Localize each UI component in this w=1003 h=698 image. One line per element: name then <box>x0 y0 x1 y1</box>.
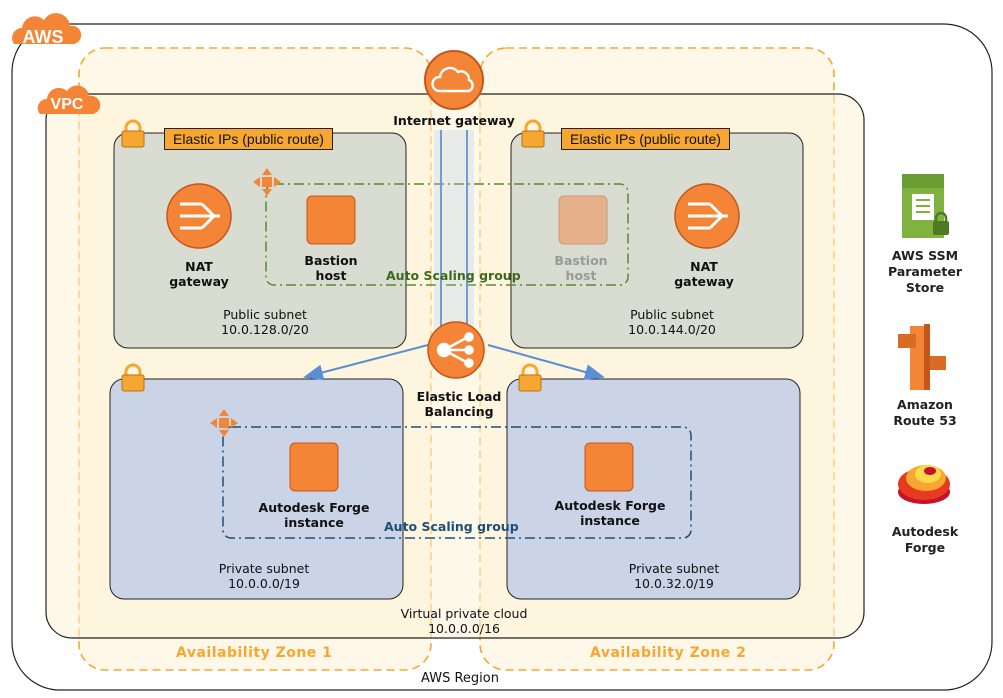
availability-zone-2-label: Availability Zone 2 <box>590 645 747 661</box>
cloud-icon <box>424 50 484 110</box>
aws-tag-icon <box>11 13 82 45</box>
bastion-host-label-2: Bastion host <box>554 253 608 283</box>
elb-label: Elastic Load Balancing <box>416 389 502 419</box>
private-subnet-1 <box>109 378 404 600</box>
forge-instance-icon <box>289 442 339 492</box>
lock-icon <box>521 119 545 148</box>
route53-icon <box>898 324 946 390</box>
ssm-parameter-store-icon <box>902 174 949 238</box>
lock-icon <box>518 363 542 392</box>
aws-region-label: AWS Region <box>421 671 499 686</box>
nat-gateway-label-1: NAT gateway <box>169 259 229 289</box>
bastion-host-label-1: Bastion host <box>304 253 358 283</box>
private-subnet-label-2: Private subnet 10.0.32.0/19 <box>628 561 720 591</box>
elastic-load-balancing-icon <box>427 321 485 379</box>
auto-scaling-arrows-icon <box>210 409 238 437</box>
lock-icon <box>121 119 145 148</box>
internet-gateway-label: Internet gateway <box>393 113 515 128</box>
public-subnet-label-2: Public subnet 10.0.144.0/20 <box>628 307 716 337</box>
nat-gateway-icon <box>166 183 232 249</box>
private-subnet-2 <box>506 378 801 600</box>
nat-gateway-icon <box>674 183 740 249</box>
public-subnet-label-1: Public subnet 10.0.128.0/20 <box>221 307 309 337</box>
autodesk-forge-icon <box>898 465 950 504</box>
aws-tag: AWS <box>22 27 64 47</box>
forge-instance-label-1: Autodesk Forge instance <box>258 500 370 530</box>
bastion-host-icon <box>306 195 356 245</box>
public-auto-scaling-group <box>265 183 629 286</box>
private-auto-scaling-group <box>222 426 692 539</box>
private-subnet-label-1: Private subnet 10.0.0.0/19 <box>218 561 310 591</box>
elastic-ips-label-1: Elastic IPs (public route) <box>164 128 333 150</box>
elb-arrow-zone-2 <box>487 344 605 380</box>
autodesk-forge-label: Autodesk Forge <box>891 524 959 555</box>
lock-icon <box>121 363 145 392</box>
nat-gateway-label-2: NAT gateway <box>674 259 734 289</box>
internet-gateway-links <box>440 130 468 330</box>
vpc-tag: VPC <box>50 96 84 113</box>
forge-instance-label-2: Autodesk Forge instance <box>554 498 666 528</box>
ssm-parameter-store-label: AWS SSM Parameter Store <box>888 248 962 295</box>
auto-scaling-arrows-icon <box>253 168 281 196</box>
vpc-tag-icon <box>37 85 101 114</box>
vpc-label: Virtual private cloud 10.0.0.0/16 <box>400 606 528 636</box>
bastion-host-icon <box>558 195 608 245</box>
public-asg-label: Auto Scaling group <box>386 268 521 283</box>
private-asg-label: Auto Scaling group <box>384 519 519 534</box>
elastic-ips-label-2: Elastic IPs (public route) <box>561 128 730 150</box>
elb-arrow-zone-1 <box>303 344 429 381</box>
availability-zone-1-label: Availability Zone 1 <box>176 645 333 661</box>
route53-label: Amazon Route 53 <box>893 397 957 428</box>
forge-instance-icon <box>584 442 634 492</box>
